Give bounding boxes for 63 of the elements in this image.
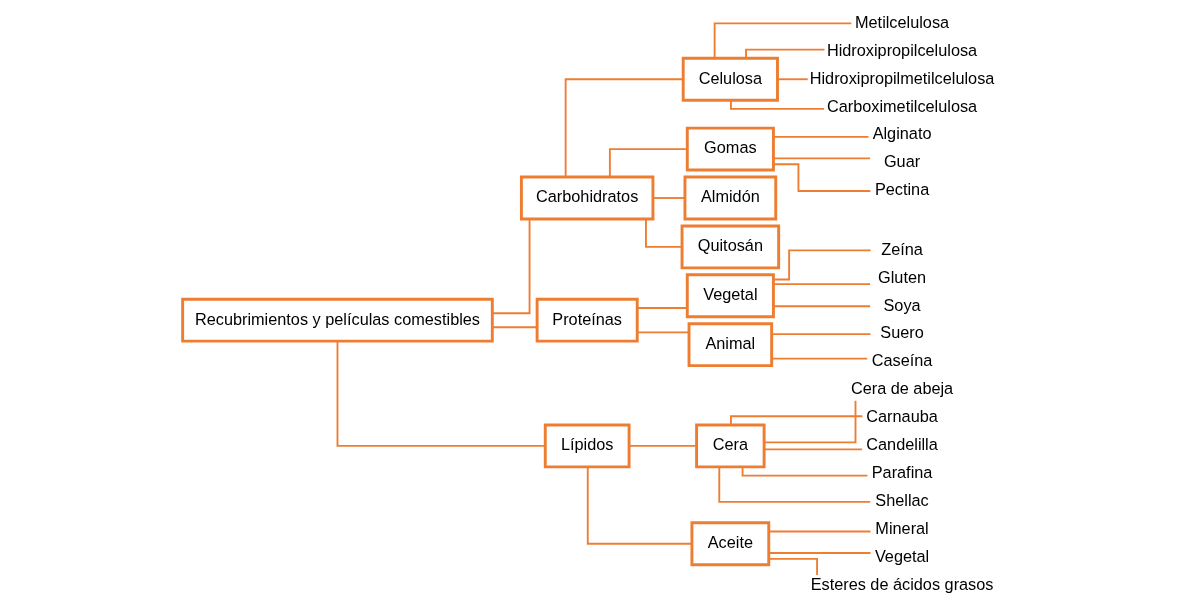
node-box: Almidón (683, 175, 778, 221)
connector (772, 135, 870, 138)
connector (491, 326, 538, 329)
node-text: Parafina (871, 463, 933, 482)
connector (771, 333, 872, 336)
connector (730, 99, 825, 110)
node-text: Esteres de ácidos grasos (810, 574, 994, 593)
connector (491, 218, 531, 315)
node-text: Vegetal (874, 546, 930, 565)
node-text: Soya (883, 295, 921, 314)
node-box: Celulosa (681, 56, 779, 102)
node-text: Cera de abeja (850, 379, 954, 398)
node-box: Aceite (690, 521, 771, 567)
connector (636, 307, 689, 309)
node-box: Cera (695, 423, 766, 469)
connector (763, 399, 857, 444)
node-box: Carbohidratos (519, 175, 655, 221)
connector (628, 445, 698, 447)
node-box: Recubrimientos y películas comestibles (181, 297, 494, 343)
connector (730, 415, 864, 426)
connector (763, 448, 864, 451)
connector (586, 466, 693, 545)
node-text: Alginato (872, 124, 932, 143)
connector (771, 357, 869, 360)
node-text: Hidroxipropilcelulosa (826, 40, 978, 59)
node-text: Suero (880, 323, 924, 342)
node-text: Guar (883, 152, 921, 171)
connector (741, 466, 869, 477)
node-text: Gluten (878, 267, 927, 286)
node-text: Hidroxipropilmetilcelulosa (809, 68, 995, 87)
connector (776, 78, 809, 81)
connector (713, 22, 853, 60)
node-box: Lípidos (543, 423, 631, 469)
connector (564, 78, 685, 178)
node-box: Proteínas (535, 297, 639, 343)
connector (767, 530, 872, 533)
node-text: Pectina (874, 180, 930, 199)
node-box: Gomas (685, 126, 775, 172)
node-text: Zeína (881, 239, 923, 258)
connector (336, 340, 546, 447)
node-text: Mineral (875, 519, 929, 538)
connector (772, 249, 872, 281)
connector (745, 48, 826, 59)
node-box: Animal (687, 322, 774, 368)
connector (772, 305, 872, 308)
node-text: Carnauba (866, 407, 938, 426)
connector (767, 552, 872, 554)
node-text: Carboximetilcelulosa (826, 96, 978, 115)
node-box: Vegetal (685, 273, 775, 319)
connector (772, 157, 872, 160)
connector (772, 163, 872, 192)
node-text: Shellac (875, 491, 929, 510)
connector (768, 557, 818, 576)
node-text: Metilcelulosa (854, 12, 950, 31)
connector (718, 466, 872, 503)
connector (772, 283, 872, 286)
node-text: Caseína (871, 351, 933, 370)
node-box: Quitosán (680, 224, 781, 270)
connector (645, 218, 683, 248)
node-text: Candelilla (866, 435, 938, 454)
connector (608, 148, 689, 178)
connector (636, 331, 690, 334)
connector (652, 197, 686, 199)
